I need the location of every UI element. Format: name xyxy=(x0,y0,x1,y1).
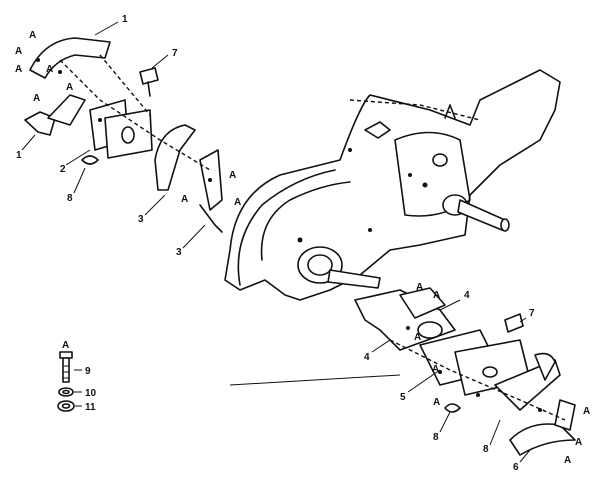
mark-a: A xyxy=(575,437,582,448)
bolt-icon xyxy=(59,351,73,383)
label-part-6: 6 xyxy=(513,462,519,473)
label-part-4: 4 xyxy=(464,290,470,301)
nut-icon xyxy=(57,400,75,412)
label-part-4: 4 xyxy=(364,352,370,363)
mark-a: A xyxy=(29,30,36,41)
label-part-5: 5 xyxy=(400,392,406,403)
label-part-7: 7 xyxy=(172,48,178,59)
label-part-7: 7 xyxy=(529,308,535,319)
mark-a: A xyxy=(414,332,421,343)
mark-a: A xyxy=(62,340,69,351)
mark-a: A xyxy=(433,290,440,301)
lead-line xyxy=(229,374,401,386)
label-part-8: 8 xyxy=(483,444,489,455)
mark-a: A xyxy=(432,364,439,375)
label-part-3: 3 xyxy=(176,247,182,258)
label-part-8: 8 xyxy=(67,193,73,204)
mark-a: A xyxy=(66,82,73,93)
mark-a: A xyxy=(564,455,571,466)
mark-a: A xyxy=(433,397,440,408)
axle-shaft-left xyxy=(327,269,381,289)
reference-marks: A A A A A A A A A A A A A A A A A A xyxy=(15,30,590,466)
label-part-2: 2 xyxy=(60,164,66,175)
mark-a: A xyxy=(583,406,590,417)
leader-lines xyxy=(21,21,531,463)
washer-icon xyxy=(58,387,74,397)
part-labels: 1 7 1 2 8 3 3 4 7 4 5 8 8 6 9 10 11 xyxy=(16,14,535,473)
label-part-11: 11 xyxy=(85,402,96,413)
transmission-housing xyxy=(224,69,561,301)
mark-a: A xyxy=(46,64,53,75)
label-part-10: 10 xyxy=(85,388,97,399)
right-tine-assembly xyxy=(354,287,576,456)
mark-a: A xyxy=(15,46,22,57)
axle-shaft-right xyxy=(457,199,510,232)
mark-a: A xyxy=(234,197,241,208)
hardware-legend xyxy=(57,351,82,412)
label-part-9: 9 xyxy=(85,366,91,377)
mark-a: A xyxy=(181,194,188,205)
mark-a: A xyxy=(229,170,236,181)
label-part-1: 1 xyxy=(16,150,22,161)
mark-a: A xyxy=(33,93,40,104)
mark-a: A xyxy=(15,64,22,75)
label-part-3: 3 xyxy=(138,214,144,225)
label-part-1: 1 xyxy=(122,14,128,25)
label-part-8: 8 xyxy=(433,432,439,443)
mark-a: A xyxy=(416,282,423,293)
left-tine-assembly xyxy=(24,37,223,233)
